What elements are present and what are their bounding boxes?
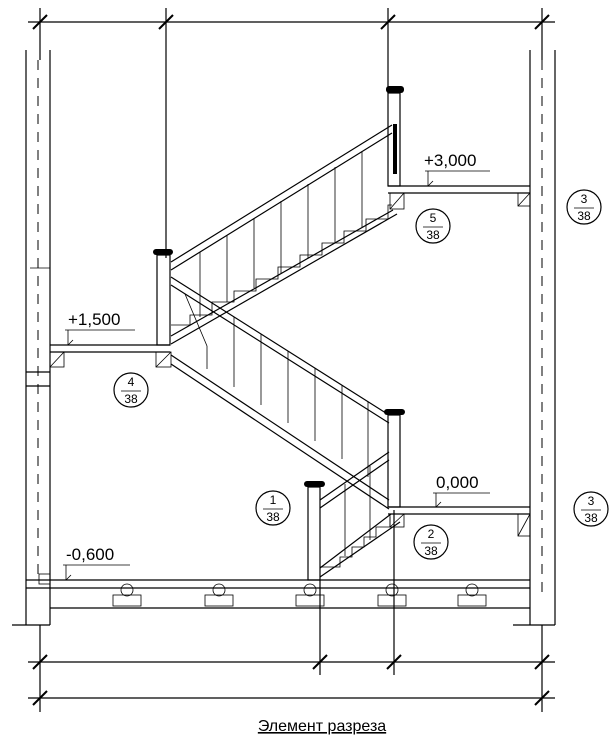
left-wall <box>25 50 51 625</box>
callout-numerator: 3 <box>588 494 595 508</box>
mid-landing-post <box>153 249 173 346</box>
landing-slab-top <box>388 185 531 210</box>
first-stair-flight <box>304 451 401 581</box>
elevation-label-base: -0,600 <box>66 545 114 564</box>
bottom-dimension-lines <box>28 510 555 712</box>
callout-numerator: 5 <box>430 211 437 225</box>
foundation <box>12 579 555 626</box>
elevation-mark-ground: 0,000 <box>433 473 490 508</box>
top-dimension-line <box>28 8 555 258</box>
callout-denominator: 38 <box>266 510 280 524</box>
drawing-caption: Элемент разреза <box>258 718 386 735</box>
lower-stair-flight <box>170 276 405 510</box>
callout-bubble-1-38: 1 38 <box>255 490 291 526</box>
callout-bubble-3-38-lower: 3 38 <box>573 491 609 527</box>
callout-numerator: 2 <box>428 527 435 541</box>
upper-stair-flight <box>170 86 404 345</box>
elevation-mark-mid: +1,500 <box>65 310 135 346</box>
callout-bubble-5-38: 5 38 <box>415 208 451 244</box>
elevation-label-ground: 0,000 <box>436 473 479 492</box>
landing-slab-ground <box>388 506 531 537</box>
elevation-mark-base: -0,600 <box>63 545 130 581</box>
callout-denominator: 38 <box>124 392 138 406</box>
callout-bubble-3-38-upper: 3 38 <box>566 189 602 225</box>
callout-denominator: 38 <box>424 544 438 558</box>
callout-denominator: 38 <box>577 209 591 223</box>
callout-denominator: 38 <box>426 228 440 242</box>
elevation-label-mid: +1,500 <box>68 310 120 329</box>
callout-bubble-4-38: 4 38 <box>113 372 149 408</box>
right-wall <box>529 50 556 625</box>
callout-numerator: 1 <box>270 493 277 507</box>
callout-bubble-2-38: 2 38 <box>413 524 449 560</box>
elevation-label-top: +3,000 <box>424 151 476 170</box>
callout-denominator: 38 <box>584 511 598 525</box>
callout-numerator: 4 <box>128 375 135 389</box>
elevation-mark-top: +3,000 <box>424 151 490 187</box>
landing-slab-mid <box>49 344 172 368</box>
callout-numerator: 3 <box>581 192 588 206</box>
